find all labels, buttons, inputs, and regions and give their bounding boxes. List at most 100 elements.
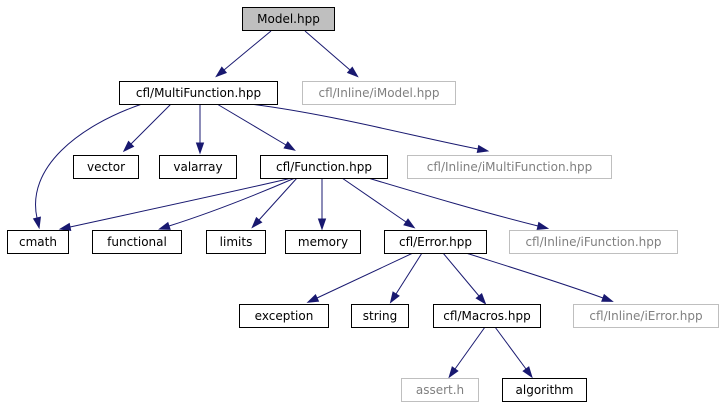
edge-line	[223, 30, 272, 71]
node-label: cfl/Error.hpp	[399, 235, 472, 249]
node-label: cfl/Inline/iMultiFunction.hpp	[427, 160, 592, 174]
edge-line	[69, 177, 293, 228]
node-box	[433, 304, 541, 328]
node-box	[509, 230, 678, 254]
arrowhead	[448, 366, 459, 379]
edge-multifunction-to-cmath	[32, 103, 143, 230]
arrowhead	[158, 221, 171, 230]
node-box	[285, 230, 361, 254]
edge-line	[454, 326, 486, 370]
node-box	[302, 81, 456, 105]
node-label: cfl/Inline/iModel.hpp	[318, 86, 439, 100]
edge-function-to-memory	[317, 178, 327, 231]
node-model[interactable]: Model.hpp	[242, 7, 335, 31]
node-label: memory	[298, 235, 348, 249]
node-valarray[interactable]: valarray	[159, 155, 237, 179]
node-box	[351, 304, 409, 328]
node-label: cfl/Inline/iFunction.hpp	[525, 235, 661, 249]
node-memory[interactable]: memory	[285, 230, 361, 254]
arrowhead	[536, 221, 550, 230]
arrowhead	[306, 293, 320, 303]
node-multifunction[interactable]: cfl/MultiFunction.hpp	[119, 81, 278, 105]
node-label: cfl/MultiFunction.hpp	[136, 86, 261, 100]
edge-line	[367, 177, 539, 227]
arrowhead	[403, 218, 416, 229]
node-vector[interactable]: vector	[73, 155, 139, 179]
edge-multifunction-to-valarray	[195, 104, 205, 155]
edge-function-to-functional	[158, 177, 296, 230]
node-string[interactable]: string	[351, 304, 409, 328]
edge-line	[168, 177, 296, 227]
node-label: functional	[107, 235, 167, 249]
edge-error-to-ierror	[465, 252, 614, 302]
node-box	[206, 230, 266, 254]
node-box	[239, 304, 329, 328]
node-limits[interactable]: limits	[206, 230, 266, 254]
arrowhead	[476, 144, 490, 153]
edge-line	[304, 30, 351, 71]
edge-line	[35, 103, 143, 219]
arrowhead	[389, 291, 400, 304]
node-macros[interactable]: cfl/Macros.hpp	[433, 304, 541, 328]
node-functional[interactable]: functional	[92, 230, 182, 254]
arrowhead	[475, 292, 487, 305]
edge-model-to-imodel	[304, 30, 359, 78]
arrowhead	[317, 218, 327, 231]
edge-line	[130, 103, 172, 145]
edge-line	[341, 177, 407, 223]
node-box	[159, 155, 237, 179]
node-box	[407, 155, 612, 179]
arrowhead	[58, 222, 72, 231]
node-label: valarray	[173, 160, 222, 174]
edge-macros-to-asserth	[448, 326, 486, 379]
node-box	[7, 230, 69, 254]
node-label: limits	[220, 235, 253, 249]
edge-line	[442, 252, 480, 297]
node-box	[119, 81, 278, 105]
edge-error-to-macros	[442, 252, 487, 305]
node-box	[260, 155, 388, 179]
node-label: cmath	[19, 235, 57, 249]
node-box	[242, 7, 335, 31]
node-error[interactable]: cfl/Error.hpp	[384, 230, 487, 254]
node-box	[502, 378, 587, 402]
edge-function-to-error	[341, 177, 416, 229]
edge-macros-to-algorithm	[494, 326, 533, 379]
arrowhead	[346, 66, 359, 78]
edge-model-to-multifunction	[215, 30, 272, 78]
node-label: assert.h	[416, 383, 464, 397]
node-exception[interactable]: exception	[239, 304, 329, 328]
edge-function-to-limits	[251, 177, 298, 229]
edge-line	[249, 103, 479, 150]
node-box	[573, 304, 719, 328]
edge-function-to-cmath	[58, 177, 293, 231]
node-label: Model.hpp	[257, 12, 320, 26]
arrowhead	[215, 66, 228, 78]
node-label: algorithm	[516, 383, 574, 397]
node-ifunction[interactable]: cfl/Inline/iFunction.hpp	[509, 230, 678, 254]
node-box	[384, 230, 487, 254]
node-label: vector	[87, 160, 125, 174]
edge-error-to-string	[389, 252, 423, 304]
node-imodel[interactable]: cfl/Inline/iModel.hpp	[302, 81, 456, 105]
node-label: cfl/Inline/iError.hpp	[589, 309, 702, 323]
edge-function-to-ifunction	[367, 177, 550, 230]
arrowhead	[522, 366, 533, 379]
arrowhead	[195, 142, 205, 155]
node-label: cfl/Macros.hpp	[443, 309, 530, 323]
node-label: exception	[255, 309, 314, 323]
node-asserth[interactable]: assert.h	[401, 378, 479, 402]
node-box	[92, 230, 182, 254]
node-label: string	[363, 309, 397, 323]
arrowhead	[283, 141, 296, 151]
node-cmath[interactable]: cmath	[7, 230, 69, 254]
arrowhead	[251, 216, 263, 229]
node-algorithm[interactable]: algorithm	[502, 378, 587, 402]
node-box	[73, 155, 139, 179]
node-function[interactable]: cfl/Function.hpp	[260, 155, 388, 179]
edge-multifunction-to-imultifunction	[249, 103, 490, 153]
node-imultifunction[interactable]: cfl/Inline/iMultiFunction.hpp	[407, 155, 612, 179]
node-ierror[interactable]: cfl/Inline/iError.hpp	[573, 304, 719, 328]
edge-line	[316, 252, 414, 299]
